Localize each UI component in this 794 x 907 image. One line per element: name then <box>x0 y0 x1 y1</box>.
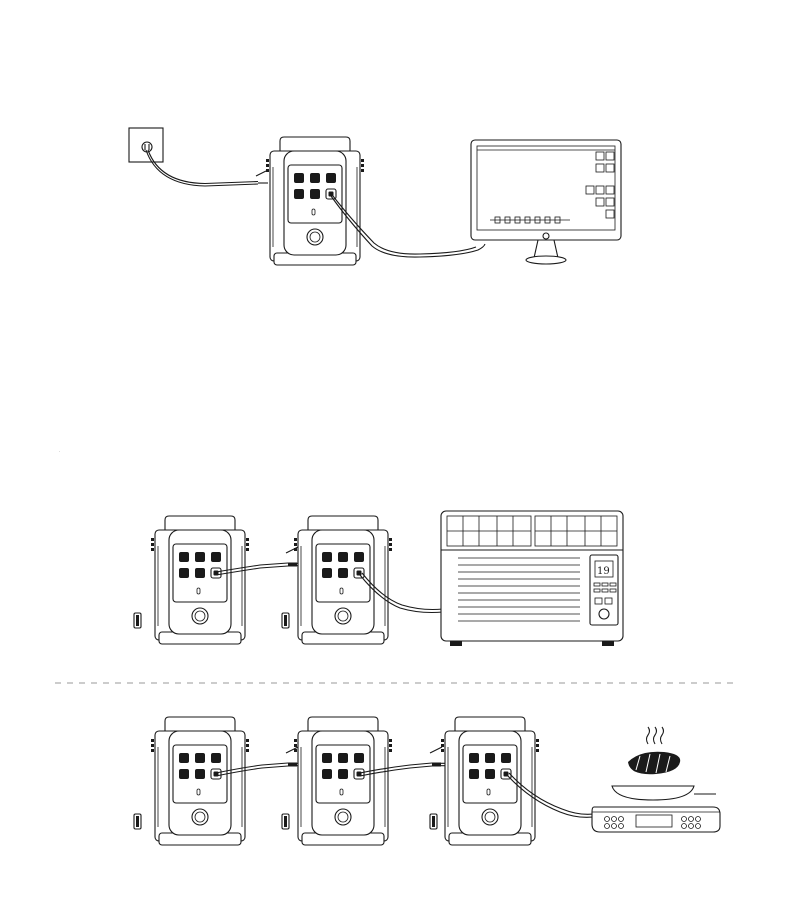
power-station-1 <box>151 516 249 644</box>
power-station-a <box>151 717 249 845</box>
steam-icon <box>647 727 664 744</box>
power-station-2 <box>294 516 392 644</box>
power-station <box>266 137 364 265</box>
battery-icon-c <box>430 814 437 829</box>
air-conditioner-icon: 19 <box>441 511 623 646</box>
battery-icon-2 <box>282 613 289 628</box>
battery-icon-a <box>134 814 141 829</box>
diagram-wall-outlet <box>129 128 621 265</box>
ac-temperature-display: 19 <box>597 566 610 577</box>
svg-text:.: . <box>59 448 60 453</box>
wall-outlet-icon <box>129 128 163 162</box>
monitor-icon <box>471 140 621 264</box>
power-station-b <box>294 717 392 845</box>
food-scale-icon <box>592 786 720 832</box>
power-station-c <box>441 717 539 845</box>
battery-icon-1 <box>134 613 141 628</box>
diagram-air-conditioner: 19 <box>134 511 623 646</box>
steak-icon <box>628 752 680 775</box>
battery-icon-b <box>282 814 289 829</box>
diagram-cooktop-scale <box>134 717 720 845</box>
